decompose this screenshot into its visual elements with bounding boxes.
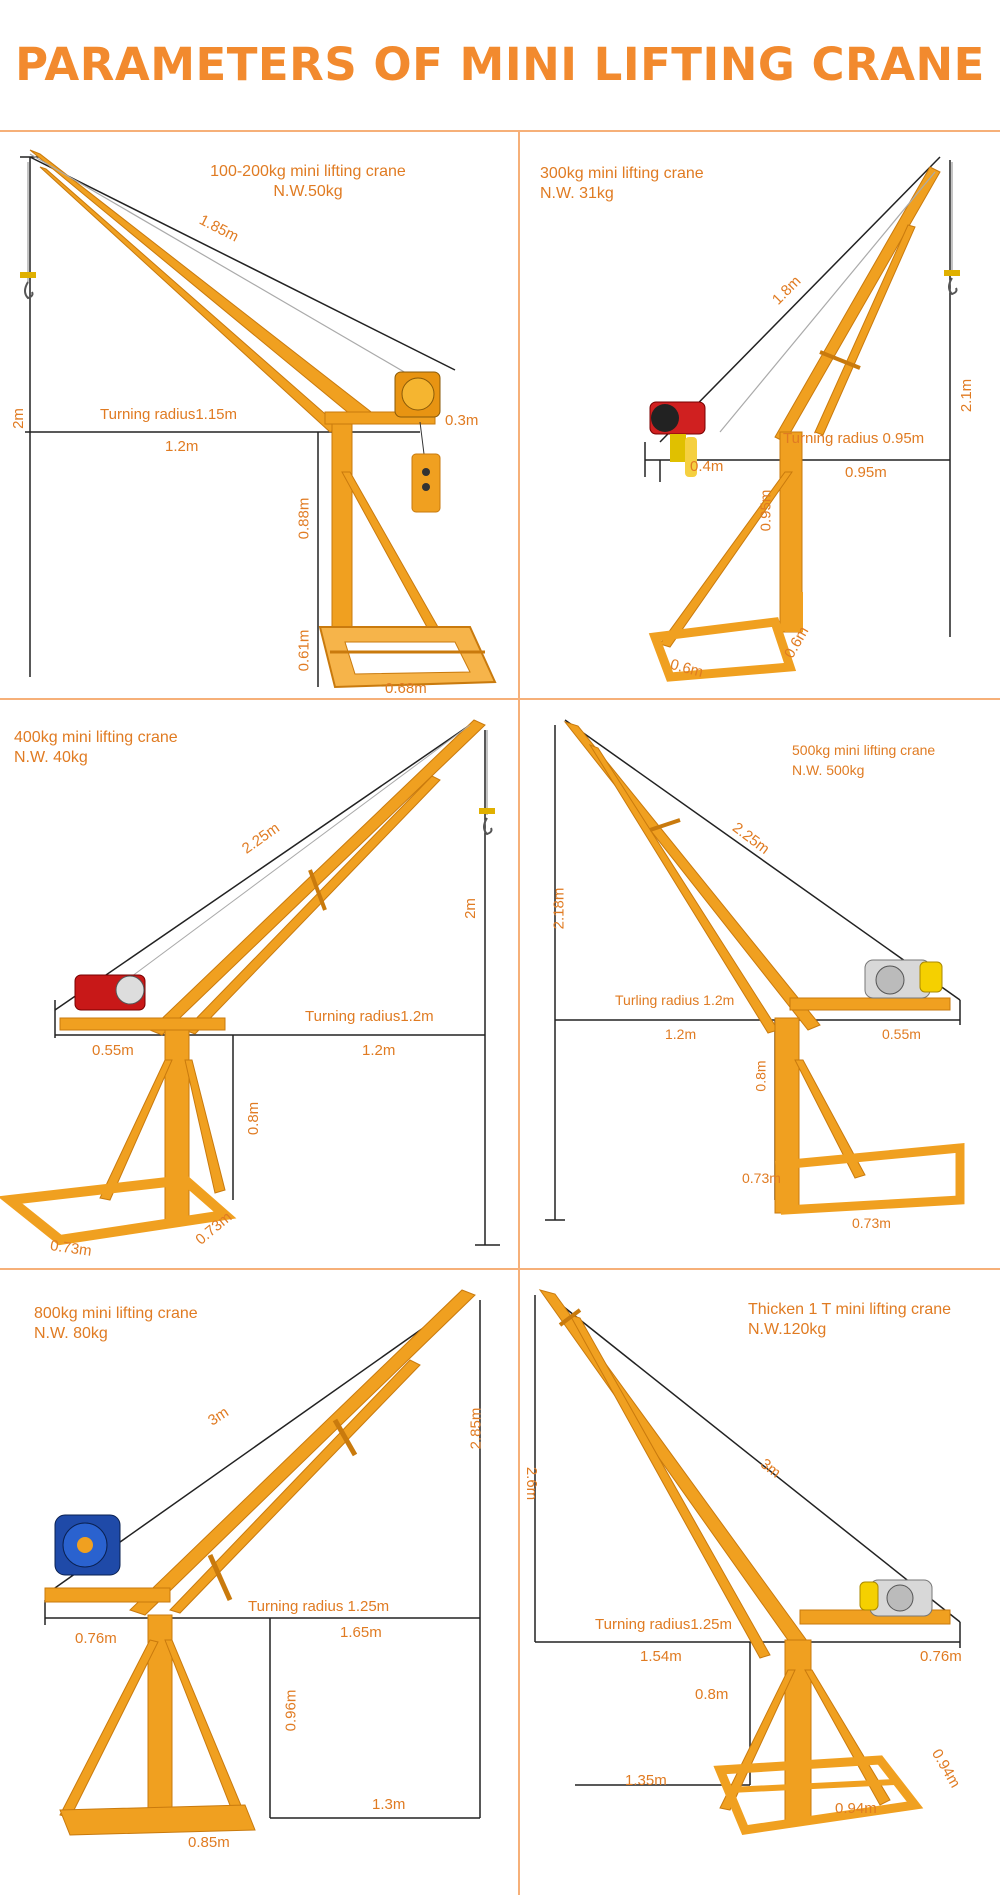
- crane-panel-5: 800kg mini lifting crane N.W. 80kg 3m 2.…: [0, 1270, 518, 1895]
- dim-base-radius-5: 1.3m: [372, 1796, 406, 1813]
- dim-turning-radius-4: Turling radius 1.2m: [615, 992, 735, 1008]
- dim-base-depth-4: 0.73m: [742, 1170, 781, 1186]
- dim-base-width: 0.68m: [385, 680, 427, 697]
- dim-column-2: 0.95m: [757, 489, 775, 532]
- divider-top: [0, 130, 1000, 132]
- panel-3-weight: N.W. 40kg: [14, 749, 88, 766]
- crane-panel-3: 400kg mini lifting crane N.W. 40kg 2.25m…: [0, 700, 518, 1266]
- dim-column-5: 0.96m: [282, 1689, 300, 1732]
- dim-tail-6: 0.76m: [920, 1648, 962, 1665]
- panel-4-weight: N.W. 500kg: [792, 762, 865, 778]
- dim-reach-5: 1.65m: [340, 1624, 382, 1641]
- dim-height-6: 2.6m: [523, 1466, 541, 1501]
- dim-reach-3: 1.2m: [362, 1042, 396, 1059]
- page-title: PARAMETERS OF MINI LIFTING CRANE: [15, 38, 985, 91]
- panel-1-title: 100-200kg mini lifting crane: [210, 163, 406, 180]
- divider-row2: [0, 1268, 1000, 1270]
- dim-base-width-5: 0.85m: [188, 1834, 230, 1851]
- crane-illustration-3: [0, 719, 500, 1246]
- panel-5-title: 800kg mini lifting crane: [34, 1305, 198, 1322]
- dim-column-3: 0.8m: [245, 1101, 263, 1136]
- dim-tail-3: 0.55m: [92, 1042, 134, 1059]
- dim-turning-radius-2: Turning radius 0.95m: [783, 430, 925, 447]
- panel-1-caption: 100-200kg mini lifting crane N.W.50kg: [188, 162, 428, 202]
- panel-3-title: 400kg mini lifting crane: [14, 729, 178, 746]
- panel-3-caption: 400kg mini lifting crane N.W. 40kg: [14, 728, 178, 768]
- crane-panel-6: Thicken 1 T mini lifting crane N.W.120kg…: [520, 1270, 1000, 1895]
- dim-height: 2m: [9, 408, 27, 429]
- panel-1-weight: N.W.50kg: [273, 183, 343, 200]
- dim-height-3: 2m: [461, 898, 479, 919]
- dim-turning-radius-3: Turning radius1.2m: [305, 1008, 434, 1025]
- panel-5-caption: 800kg mini lifting crane N.W. 80kg: [34, 1304, 198, 1344]
- dim-tail-5: 0.76m: [75, 1630, 117, 1647]
- divider-center: [518, 130, 520, 1895]
- panel-5-weight: N.W. 80kg: [34, 1325, 108, 1342]
- dim-height-5: 2.85m: [467, 1407, 485, 1450]
- dim-column-6: 0.8m: [695, 1686, 729, 1703]
- panel-6-weight: N.W.120kg: [748, 1321, 827, 1338]
- panel-6-title: Thicken 1 T mini lifting crane: [748, 1301, 952, 1318]
- dim-tail-4: 0.55m: [882, 1026, 921, 1042]
- dim-tail: 0.3m: [445, 412, 479, 429]
- dim-turning-radius: Turning radius1.15m: [100, 406, 238, 423]
- dim-reach: 1.2m: [165, 438, 199, 455]
- dim-reach-4: 1.2m: [665, 1026, 697, 1042]
- dim-reach-2: 0.95m: [845, 464, 887, 481]
- dim-turning-radius-5: Turning radius 1.25m: [248, 1598, 390, 1615]
- dim-column: 0.88m: [295, 497, 313, 540]
- panel-2-caption: 300kg mini lifting crane N.W. 31kg: [540, 164, 704, 204]
- crane-panel-1: 100-200kg mini lifting crane N.W.50kg 1.…: [0, 132, 518, 698]
- dim-reach-6: 1.54m: [640, 1648, 682, 1665]
- dim-column-4: 0.8m: [752, 1060, 769, 1092]
- crane-illustration-2: [644, 156, 960, 682]
- dim-height-4: 2.18m: [550, 887, 568, 930]
- dim-height-2: 2.1m: [958, 378, 976, 413]
- dim-turning-radius-6: Turning radius1.25m: [595, 1616, 733, 1633]
- crane-panel-4: 500kg mini lifting crane N.W. 500kg 2.25…: [520, 700, 1000, 1266]
- crane-illustration-5: [44, 1289, 481, 1836]
- dim-base-width-6: 0.94m: [835, 1800, 877, 1817]
- dim-base-radius-6: 1.35m: [625, 1772, 667, 1789]
- dim-base-height: 0.61m: [295, 629, 313, 672]
- divider-row1: [0, 698, 1000, 700]
- panel-4-title: 500kg mini lifting crane: [792, 742, 936, 758]
- dim-base-width-4: 0.73m: [852, 1215, 891, 1231]
- panel-4-caption: 500kg mini lifting crane N.W. 500kg: [792, 740, 935, 780]
- panel-2-weight: N.W. 31kg: [540, 185, 614, 202]
- crane-illustration-1: [20, 149, 497, 689]
- dim-tail-2: 0.4m: [690, 458, 724, 475]
- crane-panel-2: 300kg mini lifting crane N.W. 31kg 1.8m …: [520, 132, 1000, 698]
- panel-6-caption: Thicken 1 T mini lifting crane N.W.120kg: [748, 1300, 951, 1340]
- panel-2-title: 300kg mini lifting crane: [540, 165, 704, 182]
- crane-illustration-4: [545, 719, 965, 1221]
- crane-illustration-6: [534, 1289, 961, 1835]
